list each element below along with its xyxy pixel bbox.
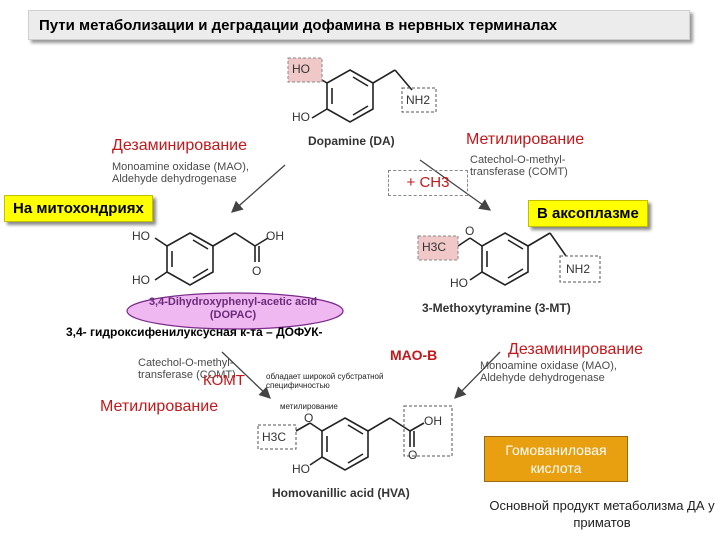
hva-acid-box <box>403 405 453 457</box>
arrow-da-to-dopac <box>231 164 286 213</box>
page-title: Пути метаболизации и деградации дофамина… <box>28 10 690 40</box>
label-deamination-right: Дезаминирование <box>508 341 644 358</box>
dopamine-nh2-box <box>401 87 437 113</box>
enzyme-comt-bottom-left: Catechol-O-methyl-transferase (COMT) <box>138 357 236 381</box>
mt-h3c-highlight <box>417 235 459 261</box>
dopamine-ho1: HO <box>292 62 310 76</box>
enzyme-mao-bottom-right: Monoamine oxidase (MAO), Aldehyde dehydr… <box>480 360 617 384</box>
dopac-ho2: HO <box>132 273 150 287</box>
dopac-oh: OH <box>266 229 284 243</box>
dopac-ellipse <box>126 292 344 330</box>
mt-h3c: H3C <box>422 240 447 254</box>
arrow-da-to-mt <box>419 159 492 211</box>
mao-b-label: МАО-В <box>390 347 438 363</box>
mt-o: O <box>465 224 475 238</box>
dopamine-name: Dopamine (DA) <box>308 134 395 148</box>
dopac-o: O <box>252 264 262 278</box>
enzyme-comt-top-right: Catechol-O-methyl-transferase (COMT) <box>470 154 568 178</box>
dopac-name: 3,4-Dihydroxyphenyl-acetic acid (DOPAC) <box>148 296 318 321</box>
arrow-dopac-to-hva <box>221 351 271 399</box>
arrow-mt-to-hva <box>454 351 501 399</box>
dopamine-nh2: NH2 <box>406 93 431 107</box>
hva-oh: OH <box>424 414 442 428</box>
mt-nh2-box <box>559 255 601 283</box>
hva-name: Homovanillic acid (HVA) <box>272 486 410 500</box>
dopac-structure <box>154 232 269 286</box>
dopamine-ho-highlight <box>287 57 323 83</box>
label-methylation-left: Метилирование <box>100 398 219 415</box>
label-methylation-right: Метилирование <box>466 131 585 148</box>
dopamine-structure <box>311 69 413 123</box>
komt-label: КОМТ <box>203 372 245 389</box>
mt-structure <box>457 232 567 286</box>
hva-h3c: H3C <box>262 430 287 444</box>
hva-russian-box: Гомованиловая кислота <box>484 436 628 482</box>
hva-o2: O <box>408 448 418 462</box>
mt-nh2: NH2 <box>566 262 591 276</box>
box-mitochondria: На митохондриях <box>4 195 153 222</box>
hva-ho: HO <box>292 462 310 476</box>
box-axoplasm: В аксоплазме <box>528 200 648 227</box>
main-product-note: Основной продукт метаболизма ДА у примат… <box>489 498 715 530</box>
hva-h3c-box <box>257 424 297 450</box>
dopac-ho1: HO <box>132 229 150 243</box>
label-deamination-left: Дезаминирование <box>112 137 248 154</box>
substrate-note: обладает широкой субстратной специфичнос… <box>266 372 384 390</box>
hva-structure <box>295 417 425 471</box>
mt-ho: HO <box>450 276 468 290</box>
dofuk-label: 3,4- гидроксифенилуксусная к-та – ДОФУК- <box>66 325 323 339</box>
dopamine-ho2: HO <box>292 110 310 124</box>
methylation-small-note: метилирование <box>280 402 338 411</box>
mt-name: 3-Methoxytyramine (3-MT) <box>422 301 571 315</box>
hva-o: O <box>304 411 314 425</box>
plus-ch3-label: + CH3 <box>388 170 468 196</box>
enzyme-mao-top-left: Monoamine oxidase (MAO), Aldehyde dehydr… <box>112 161 249 185</box>
